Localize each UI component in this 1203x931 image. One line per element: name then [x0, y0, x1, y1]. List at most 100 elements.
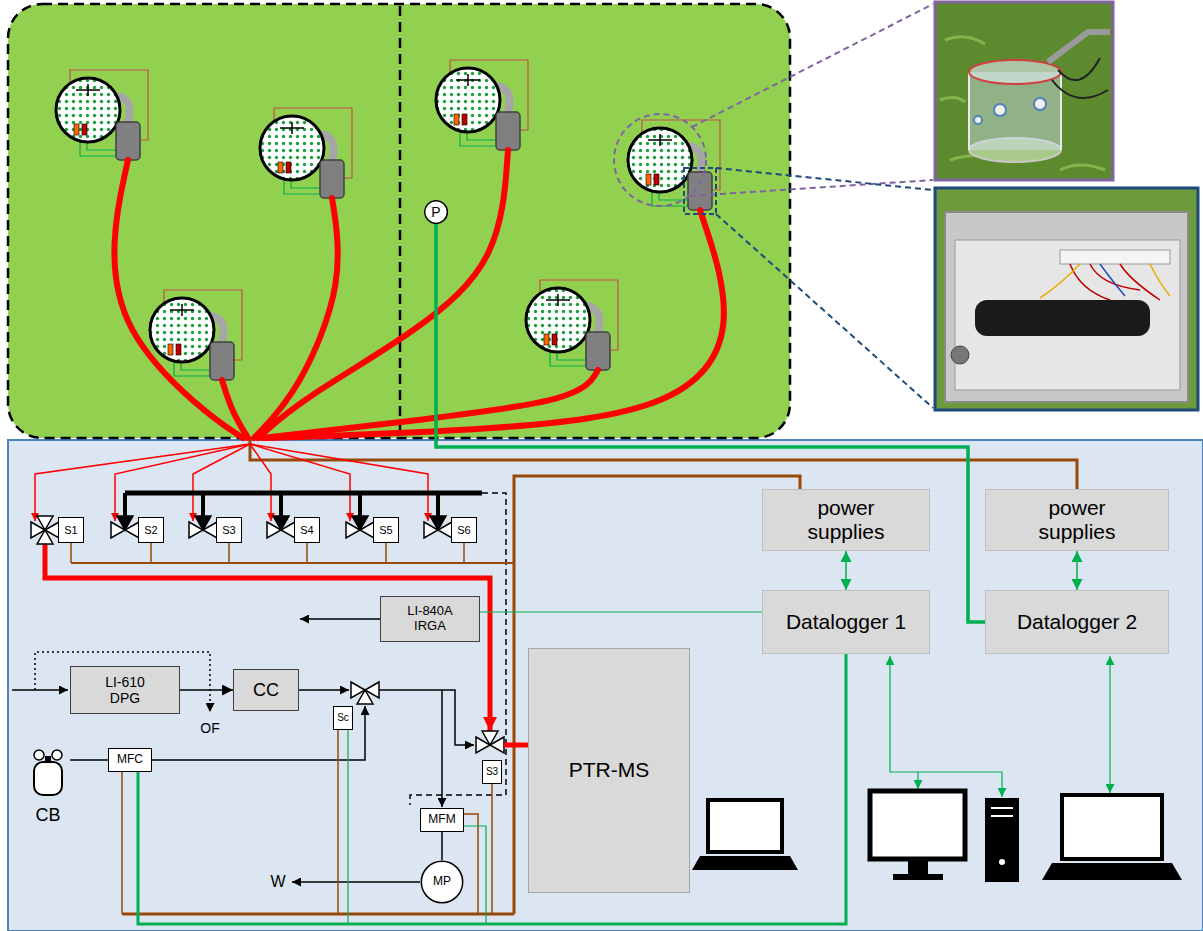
- pressure-sensor: P: [424, 200, 448, 224]
- box-label: S2: [144, 524, 157, 537]
- chamber-outline: [628, 128, 692, 192]
- manifold-line: [125, 491, 482, 496]
- valve-label-box: S4: [294, 517, 319, 543]
- chamber-photo: [935, 2, 1113, 180]
- signal-wire: [347, 730, 348, 924]
- chamber-outline: [526, 288, 590, 352]
- datalogger-box: Datalogger 1: [762, 590, 930, 654]
- valve-wire: [228, 543, 230, 563]
- photo-callout-circle: [614, 114, 706, 206]
- three-way-valve: [267, 516, 295, 538]
- box-label: S3: [222, 524, 235, 537]
- chamber-box: [496, 112, 520, 150]
- chamber-sensor: [82, 124, 87, 135]
- laptop-screen: [708, 800, 782, 852]
- chamber-photo-lid: [969, 60, 1061, 84]
- laptop-screen: [1062, 795, 1162, 859]
- sampling-tube: [222, 380, 248, 438]
- valve-label-box: S3: [216, 517, 241, 543]
- chamber-fan: [648, 134, 672, 146]
- regulator-gauge: [52, 750, 62, 760]
- box-label: MFC: [117, 753, 143, 767]
- chamber-photo-port: [1034, 98, 1046, 110]
- laptop-base: [1042, 863, 1182, 880]
- chamber-outline: [150, 298, 214, 362]
- measurement-chamber: [436, 60, 528, 150]
- valve-label-box: S3: [482, 760, 502, 784]
- box-label: power supplies: [1017, 496, 1137, 544]
- chamber-sensor: [168, 344, 173, 355]
- computer-tower: [985, 798, 1019, 882]
- monitor-screen: [870, 791, 965, 859]
- circle-shape: [425, 201, 448, 224]
- monitor-stand: [908, 860, 928, 874]
- chamber-photo-port: [974, 116, 982, 124]
- box-label: PTR-MS: [569, 758, 650, 782]
- sample-line: [250, 444, 271, 521]
- sample-line: [504, 743, 528, 748]
- cylinder-drawing: [26, 748, 70, 796]
- three-way-valve: [424, 516, 452, 538]
- box-photo-wire: [1070, 264, 1160, 300]
- chamber-box: [116, 122, 140, 160]
- instrument-box: PTR-MS: [528, 648, 690, 893]
- manifold-stub: [123, 493, 127, 516]
- valve-arm: [352, 516, 368, 530]
- tower-detail: [991, 808, 1013, 816]
- gas-line: [70, 759, 108, 761]
- box-label: S6: [457, 524, 470, 537]
- valve-wire: [464, 814, 478, 914]
- chamber-fan: [280, 122, 304, 134]
- box-label: LI-610 DPG: [95, 674, 155, 706]
- sampling-tube: [266, 210, 724, 438]
- signal-cable: [436, 224, 985, 622]
- power-supply-box: power supplies: [762, 489, 930, 551]
- region-divider: [399, 6, 402, 436]
- power-link: [845, 551, 847, 590]
- sampling-tube: [254, 198, 338, 438]
- chamber-photo-cable: [1052, 58, 1108, 98]
- sample-line: [193, 444, 250, 521]
- chamber-fan: [76, 84, 100, 96]
- tower-button: [999, 859, 1005, 865]
- box-label: Datalogger 2: [1017, 610, 1137, 634]
- valve-arm: [117, 516, 133, 530]
- catalytic-converter-box: CC: [233, 669, 299, 711]
- data-link: [1109, 656, 1110, 793]
- three-way-valve: [476, 731, 504, 753]
- circle-shape: [421, 861, 462, 902]
- box-photo-cylinder: [975, 300, 1150, 336]
- chamber-box: [320, 160, 344, 198]
- valve-label-box: S6: [451, 517, 476, 543]
- monitor-base: [893, 874, 943, 880]
- photo-leader: [690, 4, 933, 196]
- flow-meter-box: MFM: [420, 808, 464, 832]
- manifold-stub: [436, 493, 440, 516]
- box-label: MFM: [428, 813, 455, 827]
- gas-line: [441, 832, 443, 860]
- power-link: [1076, 551, 1078, 590]
- valve-wire: [306, 543, 308, 563]
- chamber-outline: [260, 116, 324, 180]
- chamber-sensor: [176, 344, 181, 355]
- power-supply-box: power supplies: [985, 489, 1169, 551]
- box-label: P: [431, 204, 440, 220]
- signal-wire: [480, 612, 762, 613]
- chamber-outline: [56, 78, 120, 142]
- grass-texture: [940, 37, 1105, 170]
- field-area: [8, 4, 790, 438]
- sampling-tube: [114, 160, 243, 438]
- chamber-box: [688, 172, 712, 210]
- gas-analyzer-box: LI-840A IRGA: [380, 596, 480, 642]
- box-label: S1: [64, 524, 77, 537]
- box-label: LI-840A IRGA: [398, 604, 462, 634]
- manifold-stub: [358, 493, 362, 516]
- sample-line: [115, 444, 250, 521]
- box-photo-terminal: [1060, 250, 1170, 264]
- exhaust-line: [292, 881, 420, 883]
- valve-arm: [482, 731, 498, 745]
- box-label: S4: [300, 524, 313, 537]
- valve-label-box: S5: [373, 517, 398, 543]
